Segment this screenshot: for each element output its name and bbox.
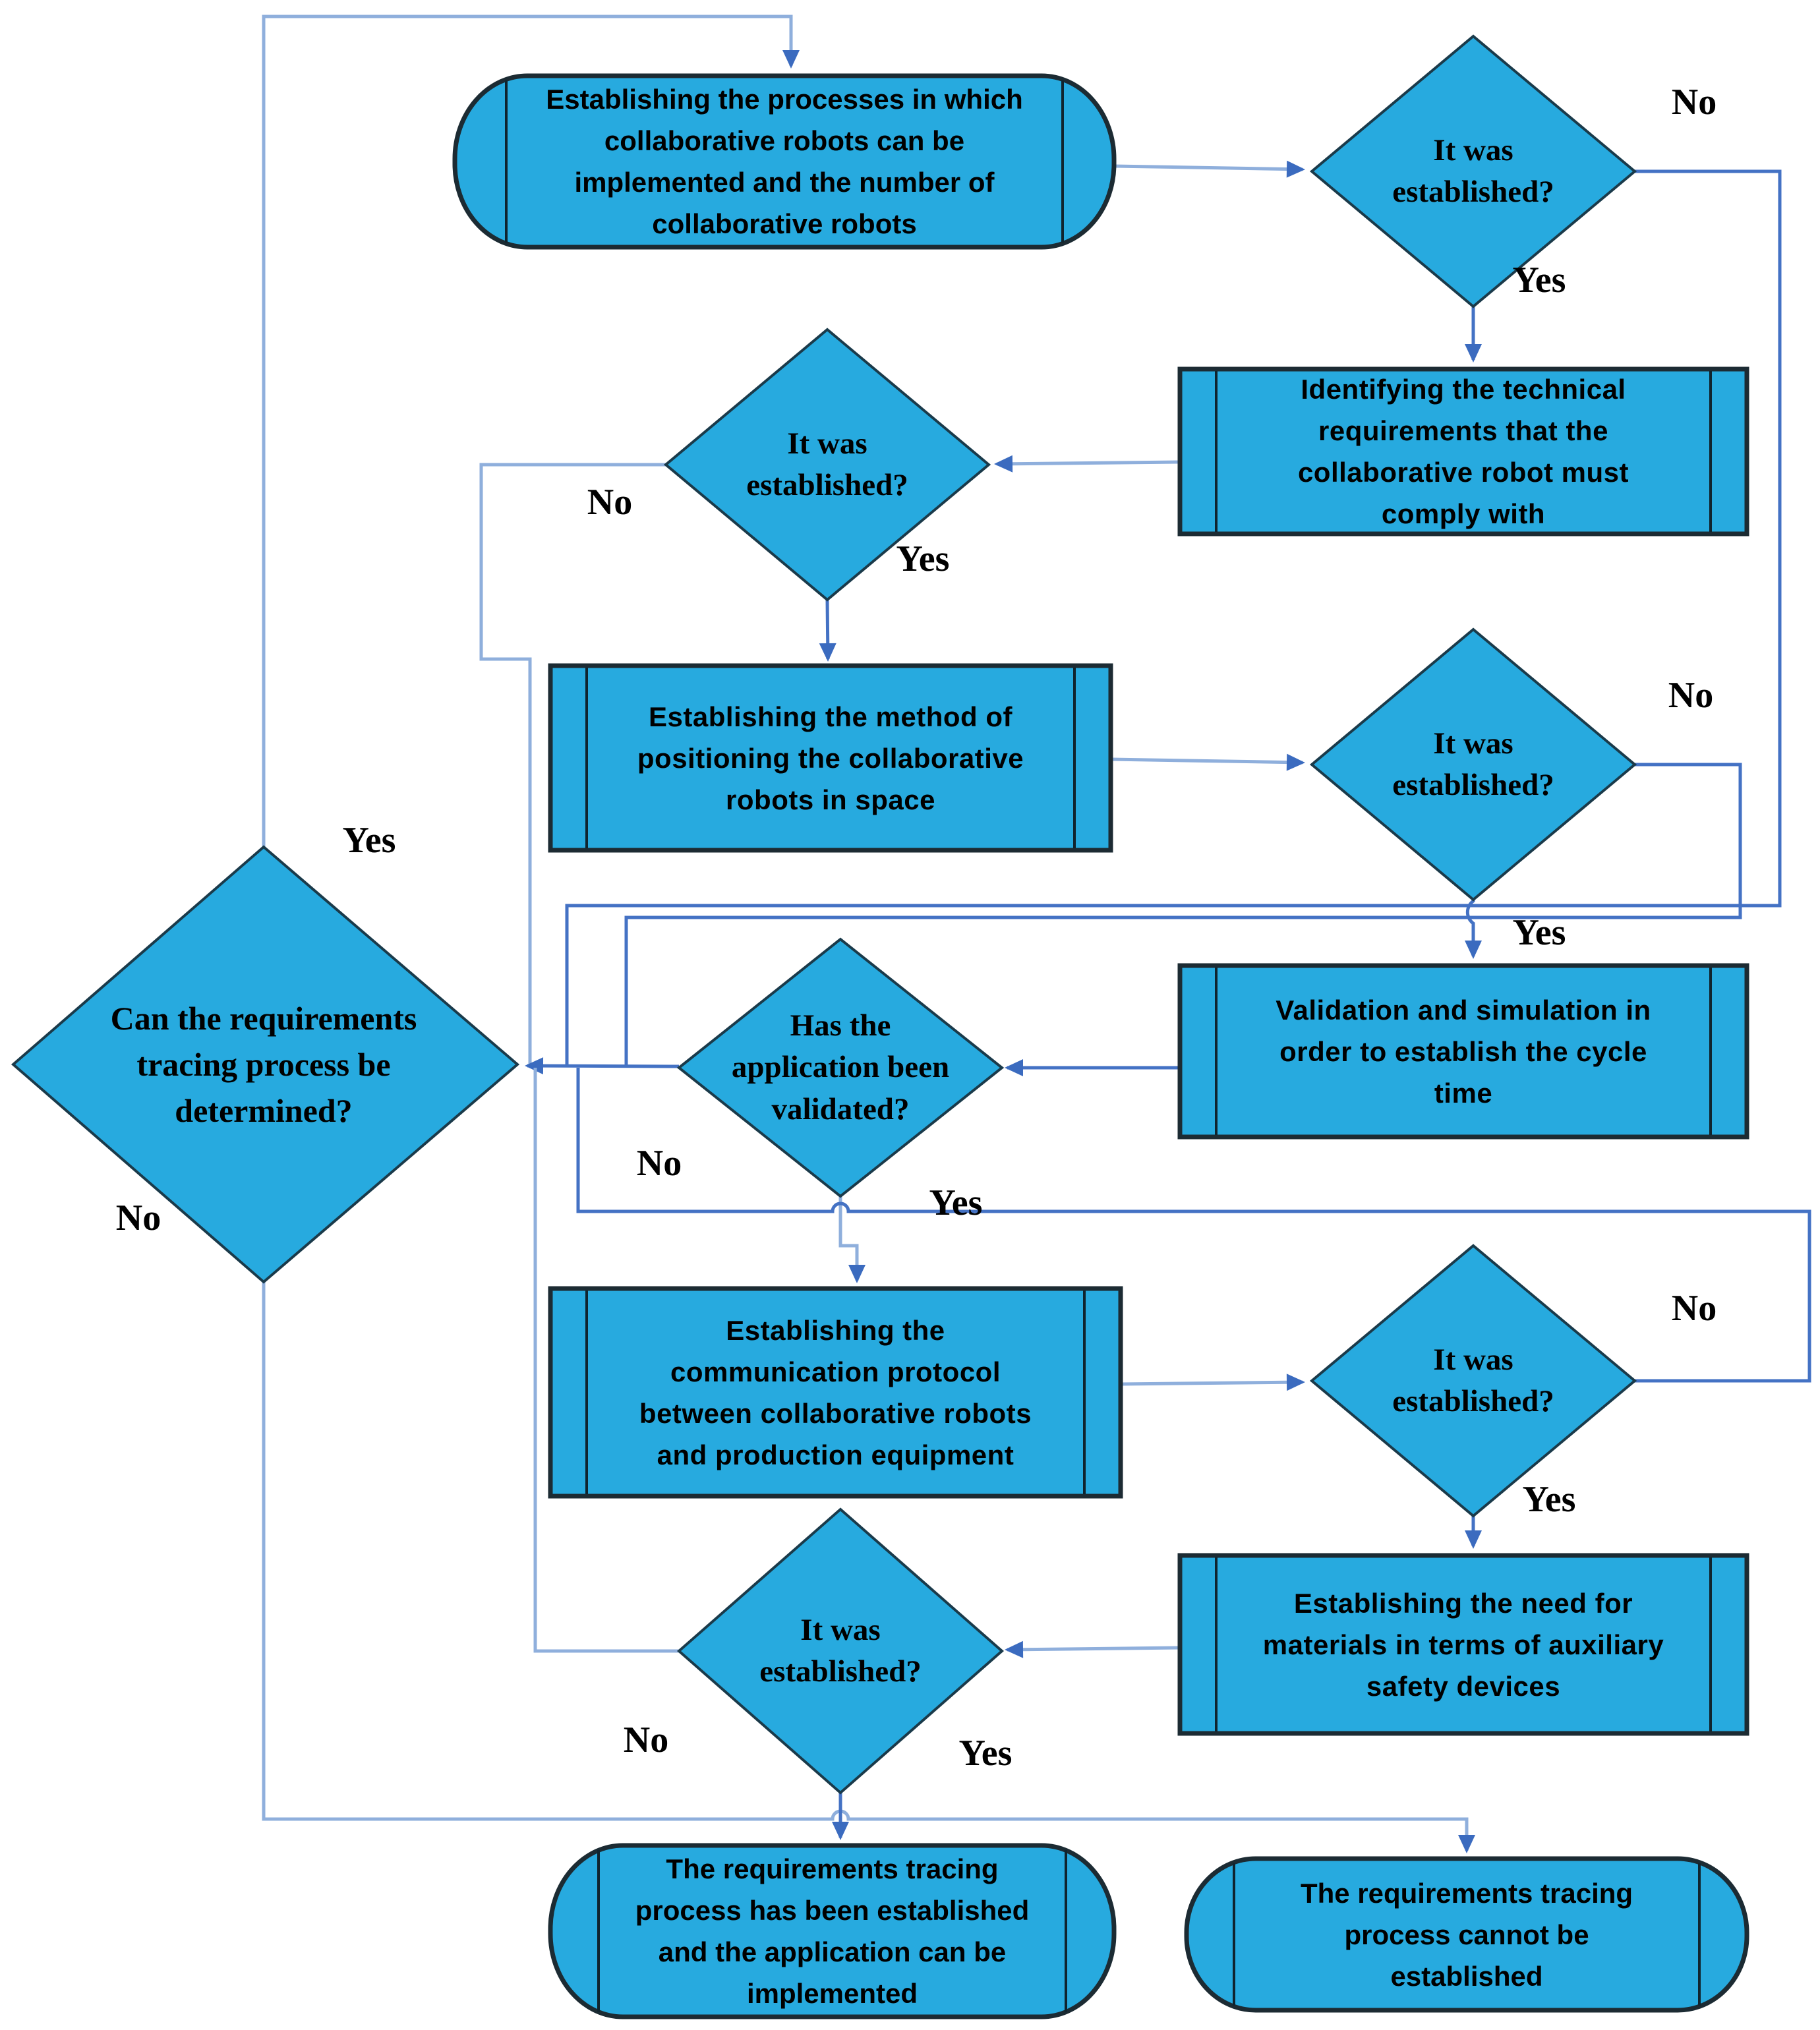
node-d1-shape [1309,34,1637,308]
node-p3-shape [1177,963,1749,1140]
node-d2-shape [663,328,991,602]
edge-d6-no [576,1068,1811,1383]
node-d4-shape [676,937,1005,1198]
edge-d2-no [479,463,666,1065]
node-d6-shape [1309,1244,1637,1518]
node-end-fail-shape [1184,1856,1749,2013]
edge-p1-to-d2 [994,455,1181,473]
node-end-success-shape [548,1843,1117,2019]
edge-p5-to-d7 [1005,1640,1181,1658]
node-d3-shape [1309,627,1637,902]
node-d7-shape [676,1507,1005,1795]
edge-p4-to-d6 [1120,1374,1305,1391]
edge-d3-no [624,763,1742,1065]
edge-d1-no [565,169,1782,1065]
edge-d7-no [533,1068,679,1653]
node-start-shape [452,73,1117,250]
node-p5-shape [1177,1553,1749,1736]
edge-d4-yes [838,1196,866,1283]
edge-d5-yes [262,14,800,847]
node-p2-shape [548,663,1113,853]
node-d5-shape [11,845,520,1284]
edge-start-to-d1 [1113,160,1305,178]
edge-d2-yes [819,599,837,662]
node-p1-shape [1177,366,1749,536]
node-p4-shape [548,1286,1123,1499]
edge-p2-to-d3 [1110,753,1305,771]
edge-d3-yes [1465,899,1482,959]
